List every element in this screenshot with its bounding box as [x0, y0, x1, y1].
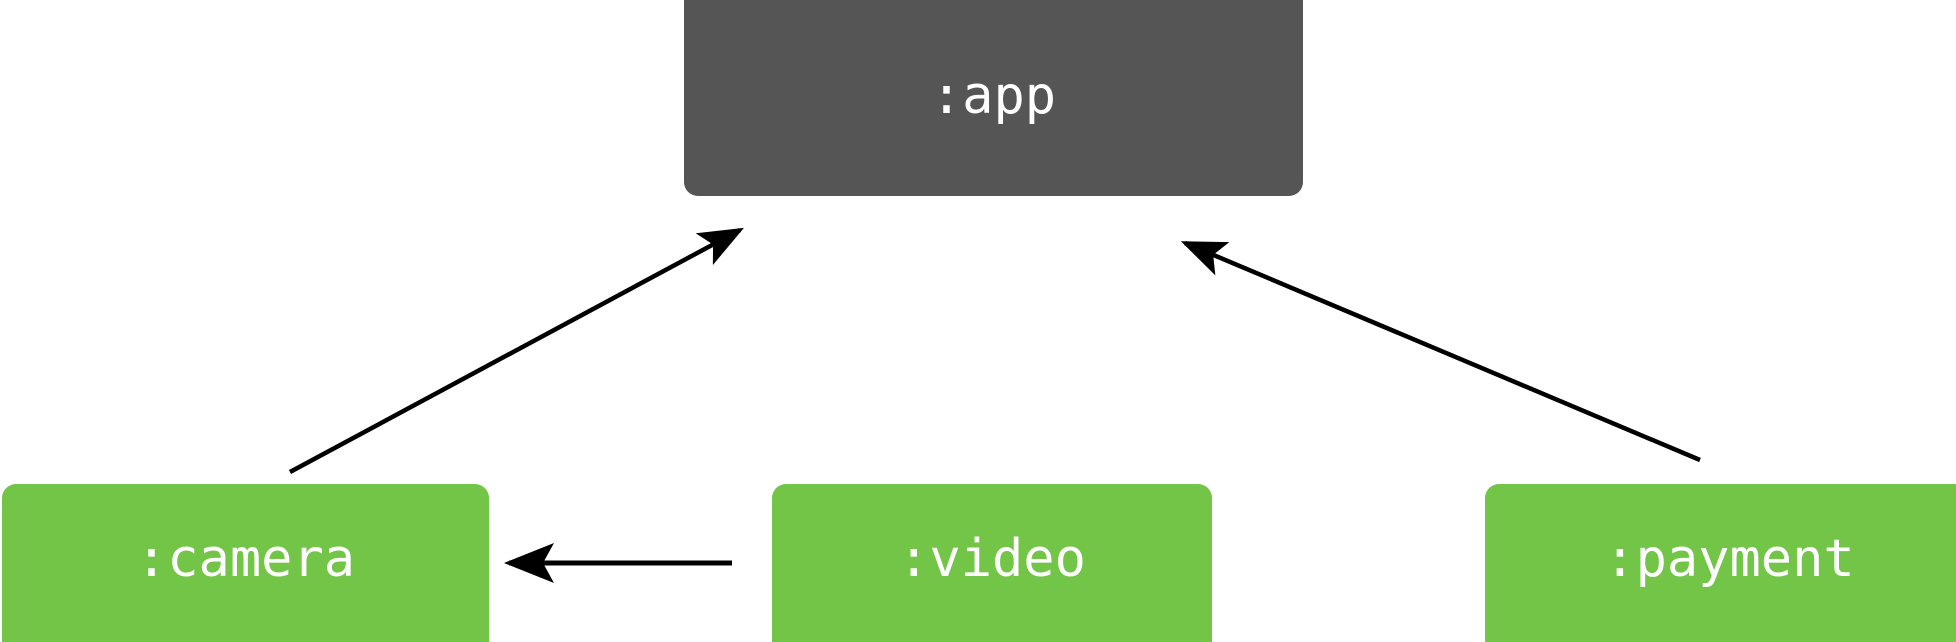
node-payment[interactable]: :payment — [1485, 484, 1956, 642]
node-video-label: :video — [898, 529, 1086, 589]
node-video[interactable]: :video — [772, 484, 1212, 642]
node-camera[interactable]: :camera — [2, 484, 489, 642]
node-camera-label: :camera — [135, 529, 356, 589]
edge-camera-to-app — [288, 227, 744, 474]
node-payment-label: :payment — [1604, 529, 1855, 589]
node-app[interactable]: :app — [684, 0, 1303, 196]
edge-payment-to-app — [1180, 240, 1701, 463]
node-app-label: :app — [930, 66, 1057, 126]
